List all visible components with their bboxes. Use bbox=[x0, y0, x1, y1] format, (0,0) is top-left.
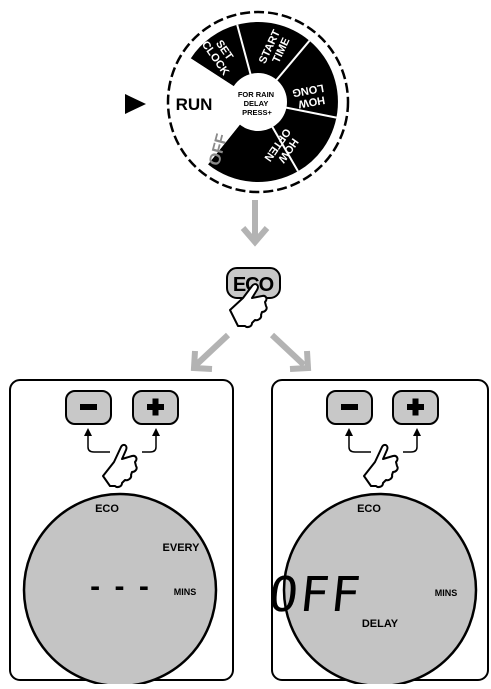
dial-center-label: FOR RAIN DELAY PRESS+ bbox=[238, 90, 276, 117]
lcd-unit-label: MINS bbox=[174, 587, 197, 597]
plus-icon bbox=[407, 398, 424, 416]
triangle-right-icon bbox=[125, 94, 146, 114]
plus-icon bbox=[147, 398, 164, 416]
arrow-down-icon bbox=[240, 200, 270, 247]
arrow-down-right-icon bbox=[269, 332, 312, 372]
lcd-delay-label: DELAY bbox=[362, 618, 399, 630]
pointing-hand-icon bbox=[363, 443, 399, 488]
pointing-hand-icon bbox=[102, 443, 138, 488]
arrow-up-icon bbox=[84, 428, 92, 436]
dial-center bbox=[229, 73, 287, 131]
bracket-arrows bbox=[348, 432, 418, 453]
lcd-unit-label: MINS bbox=[435, 588, 458, 598]
lcd-eco-label: ECO bbox=[357, 503, 381, 515]
arrow-up-icon bbox=[413, 428, 421, 436]
arrow-up-icon bbox=[345, 428, 353, 436]
lcd-eco-label: ECO bbox=[95, 503, 119, 515]
dial-label-run: RUN bbox=[176, 95, 213, 114]
arrow-up-icon bbox=[152, 428, 160, 436]
right-panel: ECO OFF MINS DELAY bbox=[266, 379, 489, 688]
program-dial[interactable]: SET CLOCK START TIME HOW LONG HOW OFTEN … bbox=[166, 10, 350, 194]
left-panel: ECO EVERY - - - MINS bbox=[9, 379, 234, 688]
minus-icon bbox=[80, 404, 97, 410]
minus-icon bbox=[341, 404, 358, 410]
dial-segment-run bbox=[177, 58, 258, 165]
minus-button[interactable] bbox=[65, 390, 112, 425]
plus-button[interactable] bbox=[392, 390, 439, 425]
minus-button[interactable] bbox=[326, 390, 373, 425]
bracket-arrows bbox=[87, 432, 157, 453]
dial-label-how-long: HOW LONG bbox=[291, 81, 326, 110]
dial-segment-off bbox=[208, 102, 298, 182]
lcd-every-label: EVERY bbox=[163, 542, 201, 554]
lcd-value: OFF bbox=[266, 567, 365, 623]
arrow-down-left-icon bbox=[190, 332, 231, 372]
plus-button[interactable] bbox=[132, 390, 179, 425]
lcd-value: - - - bbox=[90, 570, 152, 603]
pointing-hand-icon bbox=[229, 283, 268, 328]
